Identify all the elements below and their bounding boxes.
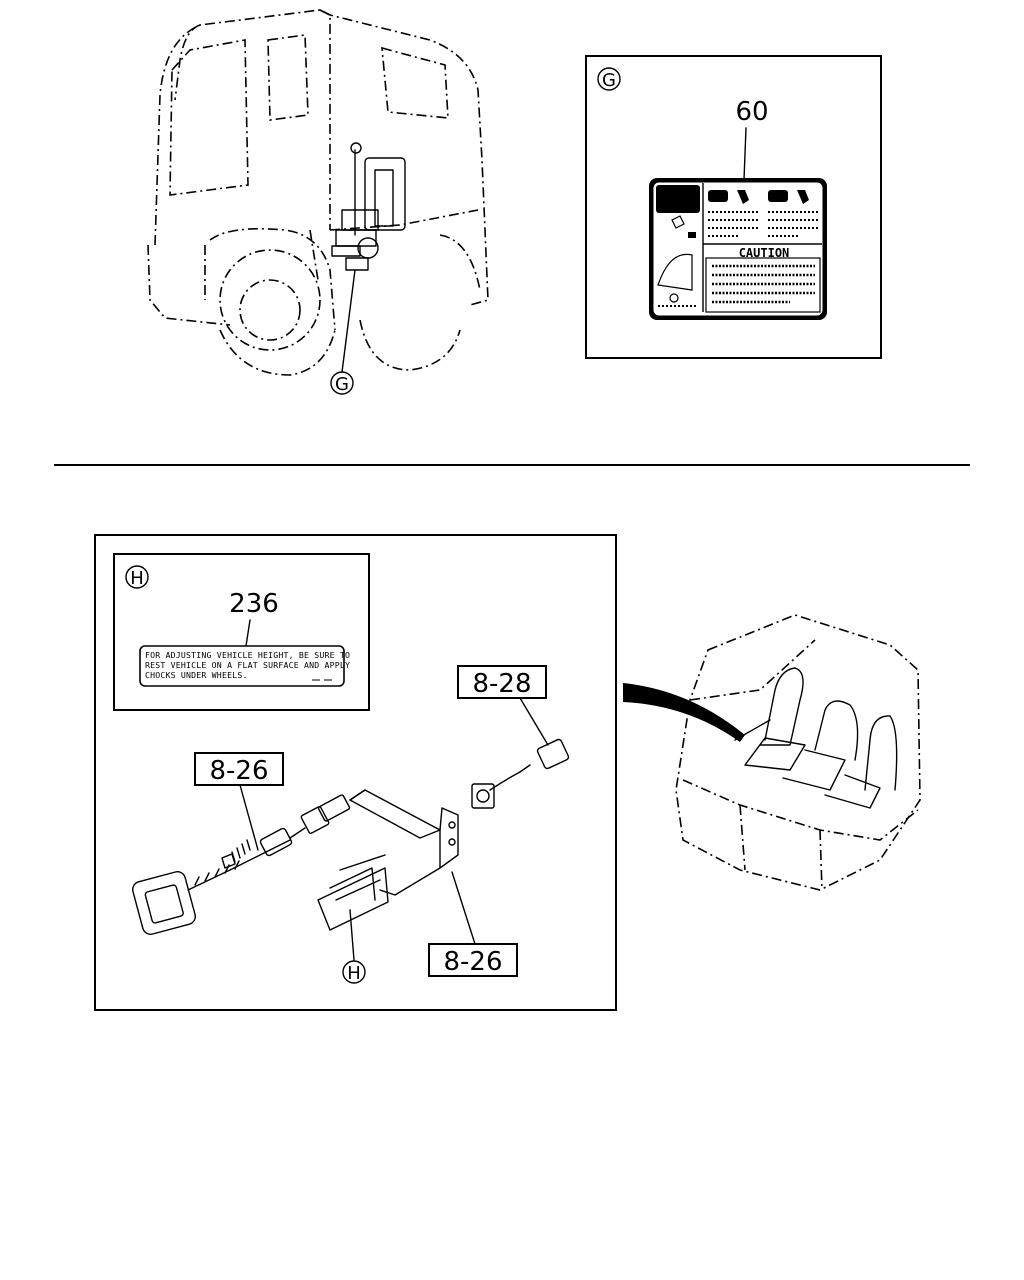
part-number-236: 236 — [229, 589, 279, 619]
svg-text:G: G — [602, 70, 616, 91]
svg-text:H: H — [347, 963, 361, 984]
svg-text:8-28: 8-28 — [472, 669, 531, 699]
note-line-3: CHOCKS UNDER WHEELS. — [145, 670, 248, 680]
pointer-arrow — [623, 683, 745, 742]
note-line-2: REST VEHICLE ON A FLAT SURFACE AND APPLY — [145, 660, 350, 670]
leader-line-236 — [245, 619, 251, 647]
leader-line-g — [341, 269, 356, 373]
leader-line-h — [349, 909, 355, 961]
part-number-60: 60 — [735, 97, 768, 127]
part-label-8-28: 8-28 — [457, 665, 547, 699]
connector-harness — [471, 738, 570, 809]
truck-cab-illustration — [147, 9, 489, 376]
leader-line-8-26-upper — [239, 784, 259, 851]
detail-g-label: G — [597, 67, 621, 91]
svg-text:8-26: 8-26 — [443, 947, 502, 977]
cab-interior-illustration — [675, 614, 921, 891]
svg-text:8-26: 8-26 — [209, 756, 268, 786]
part-label-8-26-upper: 8-26 — [194, 752, 284, 786]
caution-heading: CAUTION — [739, 246, 790, 260]
caution-label — [649, 178, 827, 320]
view-callout-g: G — [330, 371, 354, 395]
svg-text:G: G — [335, 374, 349, 395]
adjust-height-label — [139, 645, 345, 687]
view-callout-h: H — [342, 960, 366, 984]
cab-lever-assembly — [331, 142, 406, 271]
svg-text:H: H — [130, 568, 144, 589]
height-control-switch — [132, 794, 351, 935]
detail-h-label: H — [125, 565, 149, 589]
note-line-1: FOR ADJUSTING VEHICLE HEIGHT, BE SURE TO — [145, 650, 350, 660]
switch-bracket — [317, 789, 459, 931]
leader-line-8-28 — [519, 697, 549, 746]
part-label-8-26-lower: 8-26 — [428, 943, 518, 977]
leader-line-8-26-lower — [451, 871, 476, 945]
leader-line-60 — [743, 127, 747, 181]
